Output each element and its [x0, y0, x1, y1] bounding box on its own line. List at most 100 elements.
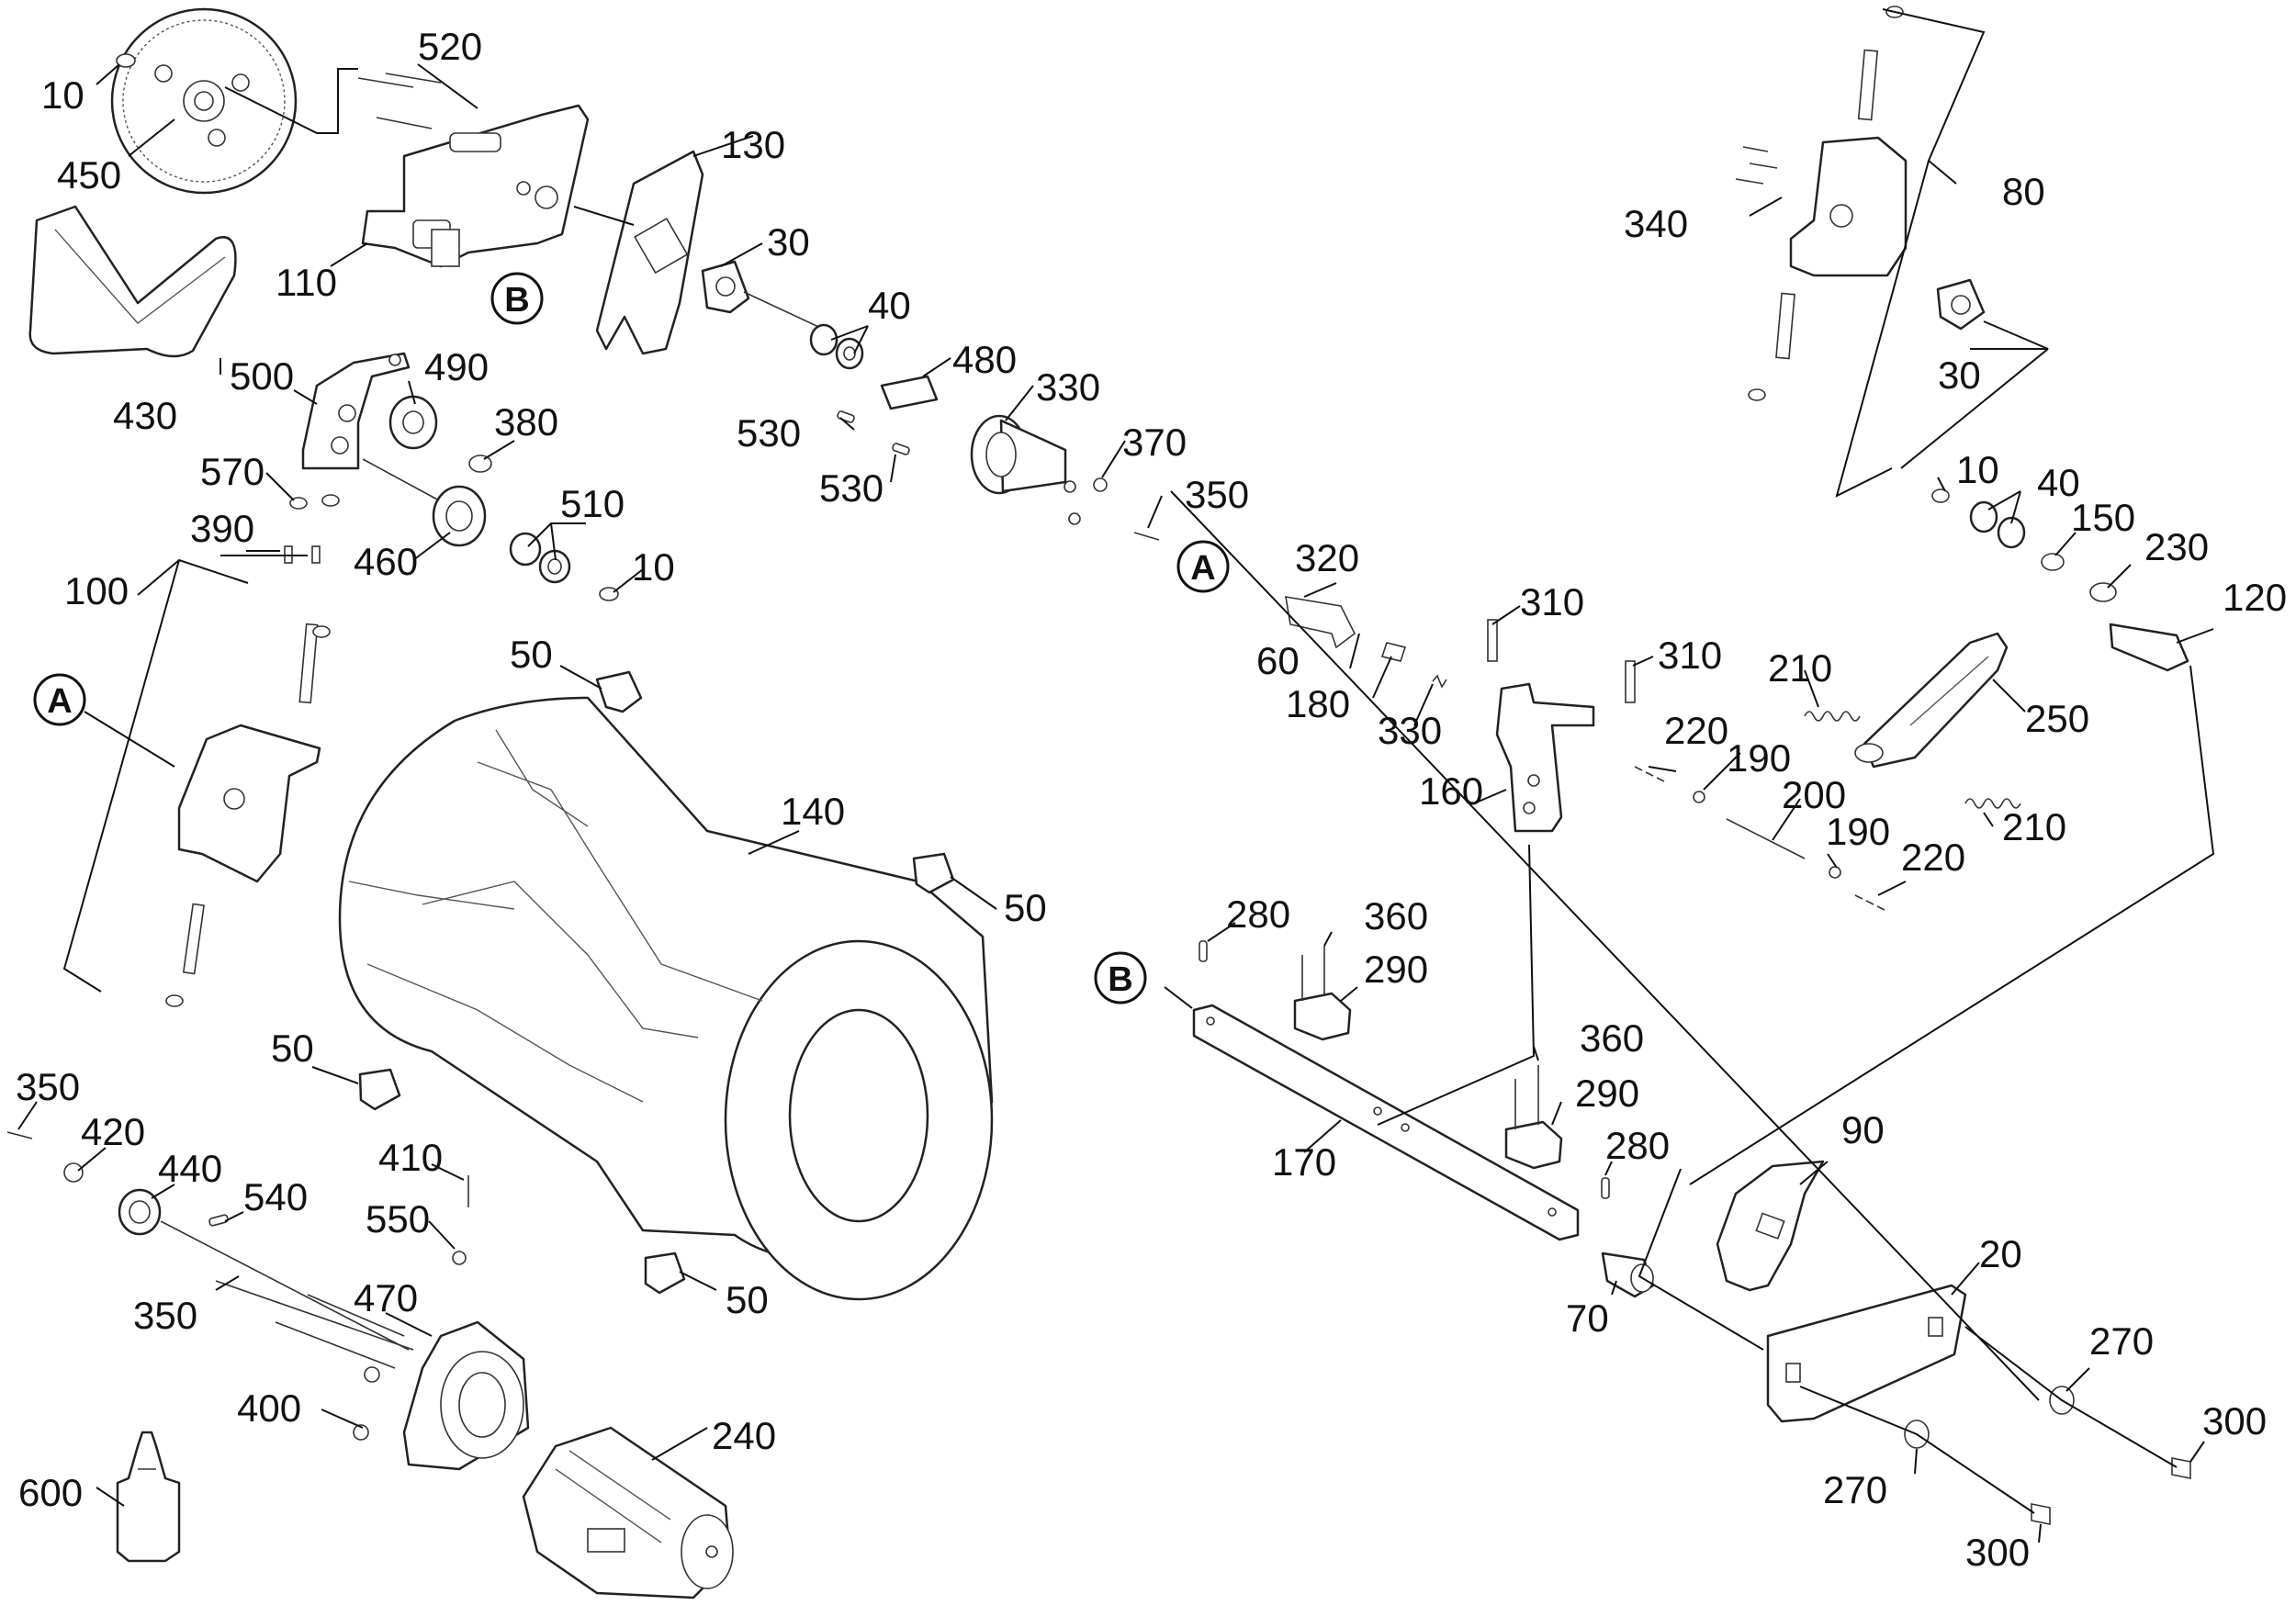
- shaft-120: [2109, 623, 2189, 672]
- circlip-10-a: [116, 53, 136, 68]
- clips-220-b: [1854, 894, 1885, 911]
- ball-190-b: [1829, 866, 1841, 879]
- pin-540: [208, 1214, 229, 1227]
- key-530-b: [892, 443, 910, 455]
- bottle-600: [116, 1431, 181, 1563]
- clamp-290-a: [1293, 946, 1352, 1041]
- label-220-a: 220: [1664, 709, 1728, 752]
- label-150: 150: [2071, 496, 2135, 539]
- circlip-10-c: [1931, 488, 1950, 503]
- label-350-b: 350: [16, 1065, 80, 1108]
- label-310-b: 310: [1658, 634, 1722, 677]
- label-10-b: 10: [632, 545, 675, 589]
- label-470: 470: [354, 1276, 418, 1319]
- circlip-150: [2041, 553, 2065, 571]
- label-530-b: 530: [819, 466, 884, 510]
- label-350-c: 350: [133, 1294, 197, 1337]
- label-500: 500: [230, 354, 294, 398]
- label-240: 240: [712, 1414, 776, 1457]
- label-90: 90: [1841, 1108, 1885, 1151]
- label-360-a: 360: [1364, 894, 1428, 937]
- label-310-a: 310: [1520, 580, 1584, 623]
- housing-140: [338, 696, 994, 1301]
- label-480: 480: [952, 338, 1017, 381]
- label-120: 120: [2223, 576, 2287, 619]
- label-50-a: 50: [510, 633, 553, 676]
- circlip-10-b: [599, 587, 619, 601]
- nut-550: [452, 1251, 467, 1265]
- spring-210-a: [1804, 711, 1861, 722]
- label-160: 160: [1419, 769, 1483, 813]
- label-510: 510: [560, 482, 625, 525]
- label-30-b: 30: [1938, 354, 1981, 397]
- spring-210-b: [1964, 798, 2021, 809]
- clips-220-a: [1634, 766, 1665, 782]
- drive-belt-430: [28, 205, 237, 358]
- callout-a-middle: A: [1176, 540, 1230, 593]
- screw-350-a: [1133, 532, 1160, 541]
- washer-570-a: [289, 497, 308, 510]
- motor-240: [522, 1426, 734, 1599]
- label-40-b: 40: [2037, 461, 2080, 504]
- bearings-40-a: [809, 323, 864, 370]
- spring-330-small: [1432, 674, 1447, 689]
- label-460: 460: [354, 540, 418, 583]
- part-labels: 10 450 520 110 130 30 40 480 330 370 350…: [16, 25, 2287, 1574]
- clamp-290-b: [1504, 1065, 1563, 1170]
- label-210-b: 210: [2002, 805, 2066, 848]
- label-540: 540: [243, 1175, 308, 1218]
- label-140: 140: [781, 790, 845, 833]
- bracket-320: [1285, 596, 1356, 649]
- coupling-440: [118, 1188, 410, 1351]
- label-490: 490: [424, 345, 489, 388]
- label-80: 80: [2002, 170, 2045, 213]
- label-280-b: 280: [1605, 1124, 1670, 1167]
- label-410: 410: [378, 1136, 443, 1179]
- label-70: 70: [1566, 1296, 1609, 1340]
- label-600: 600: [18, 1471, 83, 1514]
- label-170: 170: [1272, 1140, 1336, 1184]
- actuator-250: [1854, 632, 2009, 769]
- clip-180: [1380, 642, 1407, 662]
- washer-420: [63, 1162, 84, 1183]
- shaft-480: [880, 375, 939, 410]
- label-340: 340: [1624, 202, 1688, 245]
- label-390: 390: [190, 507, 254, 550]
- label-100: 100: [64, 569, 129, 612]
- screw-390-b: [311, 545, 321, 564]
- bolt-300-a: [2171, 1457, 2191, 1479]
- callout-a-left: A: [33, 673, 86, 726]
- label-10-a: 10: [41, 73, 84, 117]
- clip-50-d: [644, 1251, 686, 1295]
- label-520: 520: [418, 25, 482, 68]
- pin-280-a: [1199, 940, 1208, 962]
- label-570: 570: [200, 450, 264, 493]
- clip-50-b: [912, 852, 955, 894]
- label-400: 400: [237, 1386, 301, 1430]
- label-190-a: 190: [1727, 736, 1791, 780]
- pulley-450: [110, 7, 298, 195]
- reference-callouts: B A A B: [33, 272, 1230, 1005]
- label-450: 450: [57, 153, 121, 196]
- screw-350-b: [6, 1131, 33, 1139]
- rod-200: [1726, 818, 1806, 859]
- bracket-500: [301, 352, 411, 470]
- label-220-b: 220: [1901, 836, 1965, 879]
- label-50-d: 50: [726, 1278, 769, 1321]
- screws-520: [357, 73, 442, 129]
- label-60: 60: [1256, 639, 1300, 682]
- label-350-a: 350: [1185, 473, 1249, 516]
- nut-370: [1093, 477, 1108, 492]
- label-380: 380: [494, 400, 558, 443]
- label-10-c: 10: [1956, 448, 1999, 491]
- sleeve-330: [970, 414, 1081, 525]
- bearing-40-c: [1997, 516, 2026, 549]
- label-130: 130: [721, 123, 785, 166]
- pin-280-b: [1601, 1177, 1610, 1199]
- plate-20: [1766, 1284, 1967, 1423]
- label-300-a: 300: [2202, 1399, 2267, 1442]
- callout-b-top: B: [490, 272, 544, 325]
- svg-text:A: A: [47, 682, 72, 721]
- label-330-b: 330: [1378, 709, 1442, 752]
